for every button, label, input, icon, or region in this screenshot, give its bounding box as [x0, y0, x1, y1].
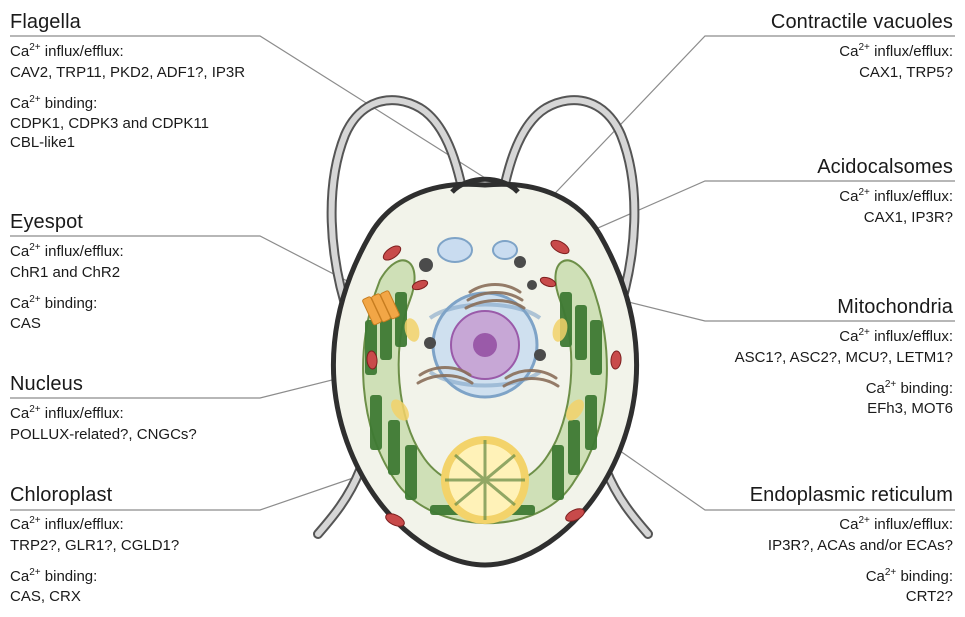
influx-items: ASC1?, ASC2?, MCU?, LETM1? [623, 349, 953, 368]
ca-prefix: Ca [839, 43, 858, 60]
ca-prefix: Ca [10, 295, 29, 312]
binding-item: EFh3, MOT6 [623, 400, 953, 419]
influx-items-line: ChR1 and ChR2 [10, 264, 340, 283]
ca-influx-label: Ca2+ influx/efflux: [623, 516, 953, 535]
influx-label: influx/efflux: [45, 43, 124, 60]
section-endoplasmic-reticulum: Endoplasmic reticulum Ca2+ influx/efflux… [623, 483, 953, 607]
ca-sup: 2+ [29, 404, 40, 415]
influx-items-line: TRP2?, GLR1?, CGLD1? [10, 537, 340, 556]
section-nucleus: Nucleus Ca2+ influx/efflux: POLLUX-relat… [10, 372, 340, 445]
influx-label: influx/efflux: [874, 188, 953, 205]
binding-items: EFh3, MOT6 [623, 400, 953, 419]
influx-items: POLLUX-related?, CNGCs? [10, 426, 340, 445]
section-flagella: Flagella Ca2+ influx/efflux: CAV2, TRP11… [10, 10, 340, 153]
binding-item: CAS [10, 315, 340, 334]
pyrenoid [445, 440, 525, 520]
ca-prefix: Ca [866, 568, 885, 585]
binding-label: binding: [45, 295, 98, 312]
influx-items-line: POLLUX-related?, CNGCs? [10, 426, 340, 445]
ca-influx-label: Ca2+ influx/efflux: [653, 43, 953, 62]
binding-item: CDPK1, CDPK3 and CDPK11 [10, 115, 340, 134]
influx-label: influx/efflux: [874, 516, 953, 533]
section-contractile-vacuoles: Contractile vacuoles Ca2+ influx/efflux:… [653, 10, 953, 83]
binding-item: CAS, CRX [10, 588, 340, 607]
ca-prefix: Ca [10, 95, 29, 112]
ca-binding-label: Ca2+ binding: [623, 380, 953, 399]
influx-items: CAX1, TRP5? [653, 64, 953, 83]
influx-items-line: ASC1?, ASC2?, MCU?, LETM1? [623, 349, 953, 368]
influx-items-line: CAX1, TRP5? [653, 64, 953, 83]
ca-sup: 2+ [29, 42, 40, 53]
ca-sup: 2+ [29, 94, 40, 105]
ca-influx-label: Ca2+ influx/efflux: [10, 405, 340, 424]
ca-prefix: Ca [10, 43, 29, 60]
influx-items: CAX1, IP3R? [653, 209, 953, 228]
binding-label: binding: [900, 380, 953, 397]
ca-prefix: Ca [866, 380, 885, 397]
binding-item: CRT2? [623, 588, 953, 607]
section-title: Eyespot [10, 210, 340, 241]
ca-sup: 2+ [29, 242, 40, 253]
ca-prefix: Ca [10, 568, 29, 585]
section-title: Chloroplast [10, 483, 340, 514]
ca-prefix: Ca [839, 328, 858, 345]
ca-sup: 2+ [858, 187, 869, 198]
section-chloroplast: Chloroplast Ca2+ influx/efflux: TRP2?, G… [10, 483, 340, 607]
ca-binding-label: Ca2+ binding: [623, 568, 953, 587]
section-acidocalsomes: Acidocalsomes Ca2+ influx/efflux: CAX1, … [653, 155, 953, 228]
ca-influx-label: Ca2+ influx/efflux: [653, 188, 953, 207]
section-mitochondria: Mitochondria Ca2+ influx/efflux: ASC1?, … [623, 295, 953, 419]
binding-label: binding: [45, 95, 98, 112]
influx-label: influx/efflux: [45, 243, 124, 260]
section-title: Nucleus [10, 372, 340, 403]
section-title: Mitochondria [623, 295, 953, 326]
influx-items: IP3R?, ACAs and/or ECAs? [623, 537, 953, 556]
ca-sup: 2+ [29, 294, 40, 305]
section-title: Endoplasmic reticulum [623, 483, 953, 514]
ca-sup: 2+ [858, 42, 869, 53]
influx-label: influx/efflux: [874, 43, 953, 60]
ca-influx-label: Ca2+ influx/efflux: [10, 243, 340, 262]
ca-binding-label: Ca2+ binding: [10, 295, 340, 314]
ca-prefix: Ca [839, 516, 858, 533]
binding-label: binding: [45, 568, 98, 585]
ca-prefix: Ca [10, 243, 29, 260]
ca-prefix: Ca [839, 188, 858, 205]
cell-body [333, 179, 636, 565]
ca-influx-label: Ca2+ influx/efflux: [10, 43, 340, 62]
influx-items: ChR1 and ChR2 [10, 264, 340, 283]
influx-label: influx/efflux: [45, 516, 124, 533]
binding-items: CAS, CRX [10, 588, 340, 607]
section-title: Flagella [10, 10, 340, 41]
section-title: Acidocalsomes [653, 155, 953, 186]
influx-label: influx/efflux: [45, 405, 124, 422]
ca-sup: 2+ [858, 515, 869, 526]
ca-binding-label: Ca2+ binding: [10, 568, 340, 587]
section-title: Contractile vacuoles [653, 10, 953, 41]
binding-item: CBL-like1 [10, 134, 340, 153]
binding-items: CDPK1, CDPK3 and CDPK11 CBL-like1 [10, 115, 340, 153]
ca-sup: 2+ [29, 515, 40, 526]
ca-sup: 2+ [858, 327, 869, 338]
influx-items: CAV2, TRP11, PKD2, ADF1?, IP3R [10, 64, 340, 83]
ca-influx-label: Ca2+ influx/efflux: [10, 516, 340, 535]
ca-sup: 2+ [885, 567, 896, 578]
binding-items: CAS [10, 315, 340, 334]
influx-items: TRP2?, GLR1?, CGLD1? [10, 537, 340, 556]
influx-items-line: CAX1, IP3R? [653, 209, 953, 228]
ca-prefix: Ca [10, 516, 29, 533]
binding-label: binding: [900, 568, 953, 585]
ca-prefix: Ca [10, 405, 29, 422]
ca-binding-label: Ca2+ binding: [10, 95, 340, 114]
ca-sup: 2+ [885, 379, 896, 390]
influx-label: influx/efflux: [874, 328, 953, 345]
ca-sup: 2+ [29, 567, 40, 578]
section-eyespot: Eyespot Ca2+ influx/efflux: ChR1 and ChR… [10, 210, 340, 334]
influx-items-line: CAV2, TRP11, PKD2, ADF1?, IP3R [10, 64, 340, 83]
ca-influx-label: Ca2+ influx/efflux: [623, 328, 953, 347]
influx-items-line: IP3R?, ACAs and/or ECAs? [623, 537, 953, 556]
binding-items: CRT2? [623, 588, 953, 607]
